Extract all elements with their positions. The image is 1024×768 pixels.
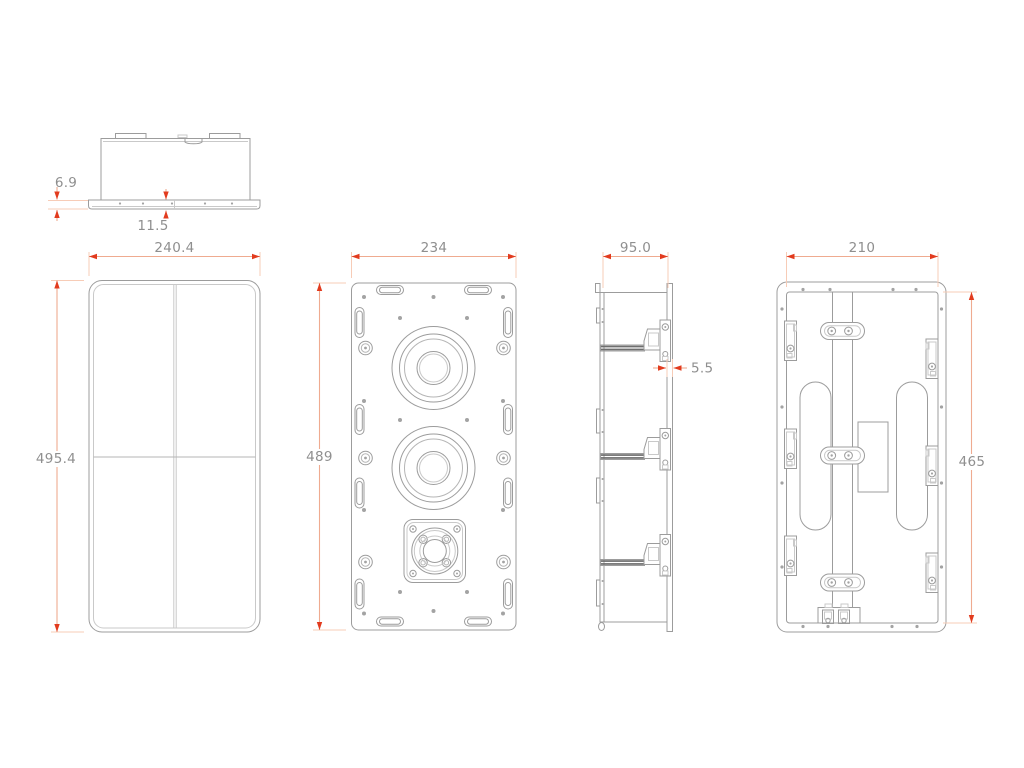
dim-front-width: 234 [351, 240, 517, 278]
cabinet-top-outline [100, 133, 251, 201]
dim-rear-width: 210 [786, 240, 939, 287]
dim-side-depth: 95.0 [602, 240, 669, 288]
front-view: 234 489 [302, 240, 517, 631]
strap-bracket-bottom [820, 573, 865, 592]
rear-screw-holes [780, 287, 944, 629]
dim-label-flange-thickness: 6.9 [55, 175, 77, 191]
grille-view: 240.4 495.4 [36, 240, 261, 633]
dim-label-front-width: 234 [421, 240, 448, 256]
top-view: 6.9 11.5 [48, 133, 261, 234]
strap-bracket-top [820, 322, 865, 340]
dim-label-grille-height: 495.4 [36, 451, 76, 467]
screw-holes [362, 295, 505, 616]
top-notch-mark [177, 134, 188, 138]
dim-label-side-flange: 5.5 [691, 361, 713, 377]
wall-clamp-3 [600, 534, 671, 577]
top-notch [184, 138, 203, 145]
dim-grille-width: 240.4 [88, 240, 261, 276]
mounting-flange-top [88, 199, 261, 210]
dim-rear-height: 465 [943, 291, 990, 624]
dim-top-flange-thickness: 6.9 [48, 175, 88, 221]
tweeter-corner-screws [409, 525, 461, 578]
rear-flange-outline [776, 281, 947, 633]
woofer-bottom [391, 426, 476, 510]
dim-top-flange-inset: 11.5 [137, 189, 169, 234]
flange-screw-holes [118, 202, 234, 205]
dim-label-grille-width: 240.4 [154, 240, 194, 256]
wall-clamp-2 [600, 428, 671, 471]
dim-label-front-height: 489 [306, 449, 333, 465]
dim-front-height: 489 [302, 282, 346, 631]
side-top-tab [595, 283, 601, 293]
dim-side-flange-thickness: 5.5 [653, 359, 713, 377]
tweeter [403, 519, 466, 583]
tweeter-dome [422, 539, 447, 563]
baffle-plate [351, 282, 517, 631]
grille-panel [88, 280, 261, 633]
dim-label-side-depth: 95.0 [620, 240, 651, 256]
rear-view: 210 465 [776, 240, 990, 633]
side-view: 95.0 5.5 [595, 240, 713, 632]
dim-label-rear-width: 210 [849, 240, 876, 256]
top-tab-left [115, 133, 147, 139]
top-tab-right [209, 133, 241, 139]
side-bottom-foot [598, 622, 605, 631]
strap-bracket-middle [820, 446, 865, 465]
wall-clamp-1 [600, 319, 671, 362]
dim-label-rear-height: 465 [959, 454, 986, 470]
woofer-top [391, 326, 476, 410]
side-wall-ribs [596, 307, 604, 607]
terminal-negative [822, 609, 834, 624]
terminal-positive [838, 609, 850, 624]
speaker-terminal-block [817, 603, 861, 624]
dim-grille-height: 495.4 [36, 280, 84, 633]
dim-label-flange-inset: 11.5 [137, 218, 168, 234]
